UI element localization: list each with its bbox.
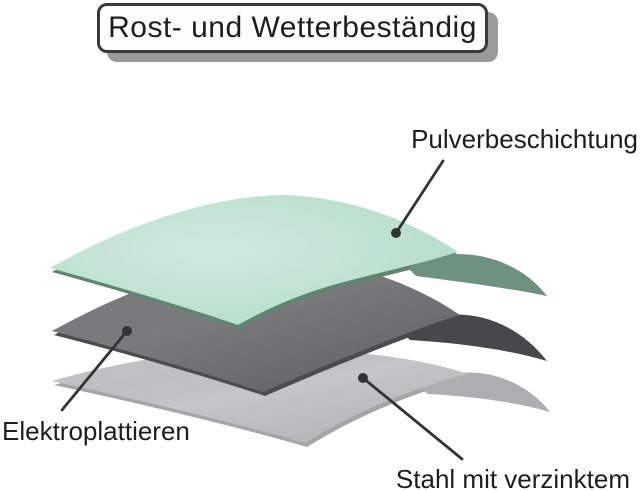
- leader-dot-plating: [122, 326, 132, 336]
- label-galvanized-steel: Stahl mit verzinktem: [395, 464, 630, 491]
- leader-line-steel: [361, 376, 464, 461]
- leader-dot-steel: [358, 373, 368, 383]
- leader-electroplating: [60, 326, 132, 412]
- label-powder-coating: Pulverbeschichtung: [411, 124, 638, 154]
- label-electroplating: Elektroplattieren: [2, 416, 190, 446]
- leader-galvanized-steel: [358, 373, 464, 461]
- leader-dot-powder: [391, 228, 401, 238]
- leader-line-plating: [60, 329, 129, 412]
- powder-sheet-underside-curl: [408, 254, 547, 296]
- leader-line-powder: [394, 159, 445, 235]
- title-text: Rost- und Wetterbeständig: [108, 11, 477, 44]
- title-badge: Rost- und Wetterbeständig: [97, 3, 488, 53]
- leader-powder-coating: [391, 159, 445, 238]
